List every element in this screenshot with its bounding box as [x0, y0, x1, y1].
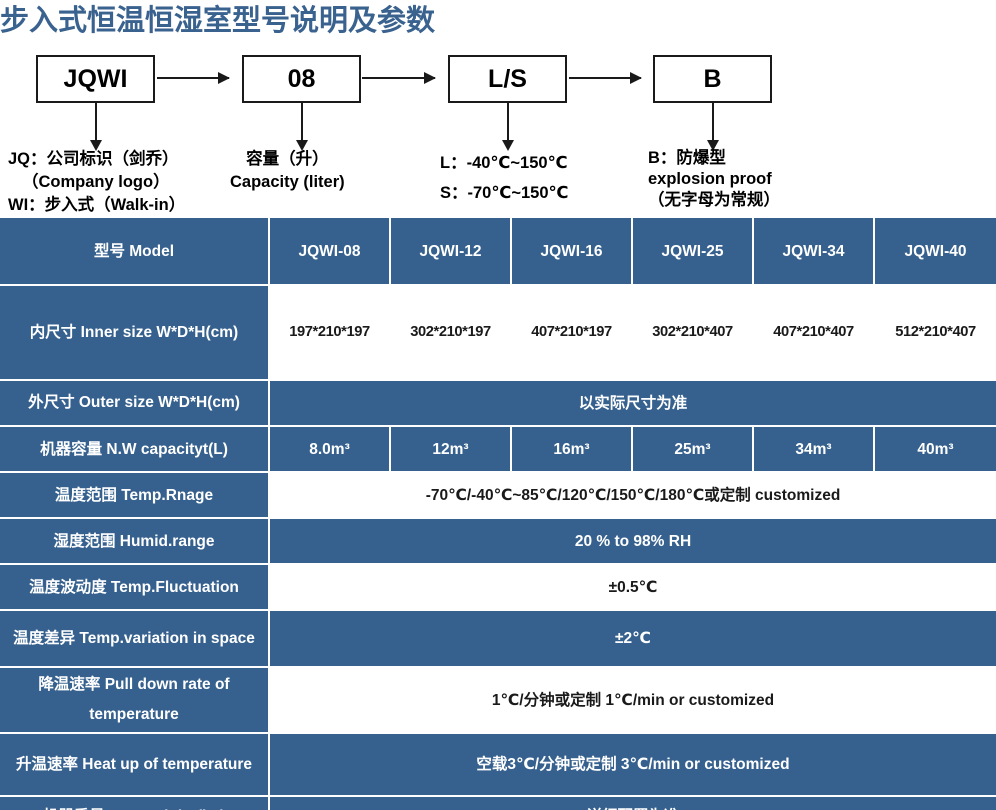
- diagram-caption-capacity: 容量（升） Capacity (liter): [230, 148, 345, 194]
- row-cell-merged: 20 % to 98% RH: [270, 519, 996, 565]
- header-label-model: 型号 Model: [0, 218, 270, 286]
- row-label: 降温速率 Pull down rate of temperature: [0, 668, 270, 734]
- row-cell: 34m³: [754, 427, 875, 473]
- diagram-node-explosion: B: [653, 55, 772, 103]
- caption-line-2: Capacity (liter): [230, 173, 345, 191]
- row-cell-merged: 以实际尺寸为准: [270, 381, 996, 427]
- row-label: 外尺寸 Outer size W*D*H(cm): [0, 381, 270, 427]
- row-cell: 407*210*197: [512, 286, 633, 381]
- row-cell: 302*210*407: [633, 286, 754, 381]
- row-label: 温度差异 Temp.variation in space: [0, 611, 270, 668]
- arrow-right-icon: [362, 72, 436, 84]
- caption-line-1: B：防爆型: [648, 149, 726, 167]
- row-label: 温度波动度 Temp.Fluctuation: [0, 565, 270, 611]
- row-label: 温度范围 Temp.Rnage: [0, 473, 270, 519]
- arrow-down-icon: [296, 103, 308, 151]
- row-label: 湿度范围 Humid.range: [0, 519, 270, 565]
- header-model-4: JQWI-25: [633, 218, 754, 286]
- header-model-5: JQWI-34: [754, 218, 875, 286]
- caption-line-1: L：-40℃~150℃: [440, 154, 568, 172]
- table-row: 外尺寸 Outer size W*D*H(cm)以实际尺寸为准: [0, 381, 996, 427]
- diagram-caption-temprange: L：-40℃~150℃ S：-70℃~150℃: [440, 148, 568, 208]
- caption-line-1: 容量（升）: [246, 150, 329, 168]
- diagram-node-capacity: 08: [242, 55, 361, 103]
- row-label: 机器重量 N.W weight (kg): [0, 797, 270, 810]
- row-cell-merged: 1℃/分钟或定制 1℃/min or customized: [270, 668, 996, 734]
- row-cell-merged: ±0.5℃: [270, 565, 996, 611]
- row-cell: 407*210*407: [754, 286, 875, 381]
- row-label: 机器容量 N.W capacityt(L): [0, 427, 270, 473]
- header-model-1: JQWI-08: [270, 218, 391, 286]
- table-row: 机器重量 N.W weight (kg)详细配置为准: [0, 797, 996, 810]
- row-cell: 16m³: [512, 427, 633, 473]
- header-model-3: JQWI-16: [512, 218, 633, 286]
- diagram-node-jqwi: JQWI: [36, 55, 155, 103]
- arrow-right-icon: [157, 72, 230, 84]
- row-cell: 25m³: [633, 427, 754, 473]
- row-cell: 40m³: [875, 427, 996, 473]
- caption-line-2: explosion proof: [648, 170, 772, 188]
- page-title: 步入式恒温恒湿室型号说明及参数: [0, 5, 436, 37]
- arrow-down-icon: [707, 103, 719, 151]
- arrow-down-icon: [502, 103, 514, 151]
- row-cell: 512*210*407: [875, 286, 996, 381]
- caption-line-2: （Company logo）: [22, 173, 170, 191]
- header-model-6: JQWI-40: [875, 218, 996, 286]
- row-cell: 8.0m³: [270, 427, 391, 473]
- arrow-down-icon: [90, 103, 102, 151]
- diagram-caption-jqwi: JQ：公司标识（剑乔） （Company logo） WI：步入式（Walk-i…: [8, 148, 185, 217]
- row-cell: 12m³: [391, 427, 512, 473]
- caption-line-2: S：-70℃~150℃: [440, 184, 569, 202]
- row-label: 内尺寸 Inner size W*D*H(cm): [0, 286, 270, 381]
- table-row: 温度范围 Temp.Rnage-70℃/-40℃~85℃/120℃/150℃/1…: [0, 473, 996, 519]
- caption-line-3: WI：步入式（Walk-in）: [8, 196, 186, 214]
- row-cell: 302*210*197: [391, 286, 512, 381]
- arrow-right-icon: [569, 72, 642, 84]
- diagram-node-temprange: L/S: [448, 55, 567, 103]
- row-cell: 197*210*197: [270, 286, 391, 381]
- caption-line-1: JQ：公司标识（剑乔）: [8, 150, 179, 168]
- caption-line-3: （无字母为常规）: [648, 191, 780, 209]
- row-cell-merged: 详细配置为准: [270, 797, 996, 810]
- diagram-caption-explosion: B：防爆型 explosion proof （无字母为常规）: [648, 148, 780, 211]
- row-cell-merged: 空载3℃/分钟或定制 3℃/min or customized: [270, 734, 996, 797]
- row-label: 升温速率 Heat up of temperature: [0, 734, 270, 797]
- table-row: 温度波动度 Temp.Fluctuation±0.5℃: [0, 565, 996, 611]
- row-cell-merged: ±2℃: [270, 611, 996, 668]
- model-code-diagram: JQWI 08 L/S B JQ：公司标识（剑乔） （Company logo）…: [0, 48, 996, 216]
- row-cell-merged: -70℃/-40℃~85℃/120℃/150℃/180℃或定制 customiz…: [270, 473, 996, 519]
- table-row: 温度差异 Temp.variation in space±2℃: [0, 611, 996, 668]
- header-model-2: JQWI-12: [391, 218, 512, 286]
